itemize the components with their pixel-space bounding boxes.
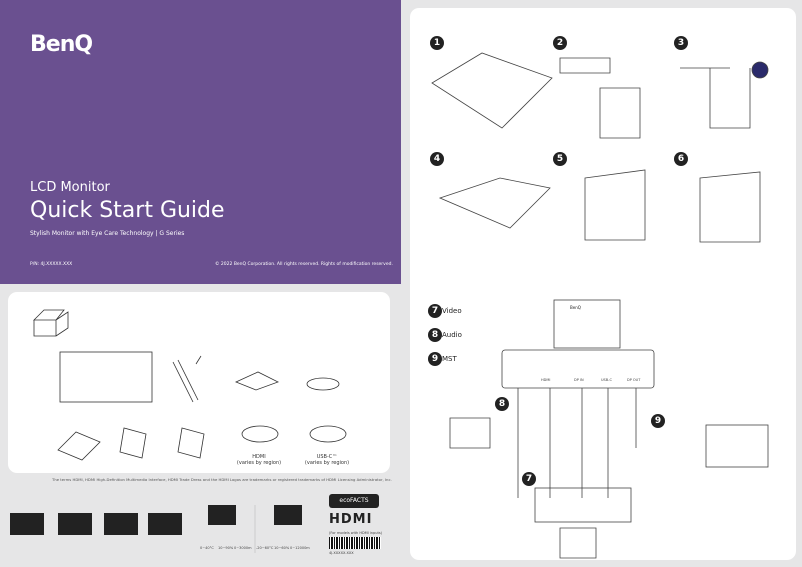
usbc-label: USB-C™ <box>316 454 338 460</box>
port-usbc: USB-C <box>601 378 612 382</box>
second-monitor <box>705 424 769 468</box>
port-panel <box>501 349 655 389</box>
monitor-care-icon-3 <box>104 513 138 535</box>
video-label: Video <box>442 307 462 315</box>
stand-base-illustration <box>234 371 280 391</box>
callout-mst: 9 <box>651 414 665 428</box>
copyright: © 2022 BenQ Corporation. All rights rese… <box>215 262 393 267</box>
altitude-operating: 0~3000m <box>234 546 252 550</box>
monitor-care-icon-1 <box>10 513 44 535</box>
hdmi-logo: HDMI <box>329 512 373 527</box>
pc-ports <box>534 487 632 523</box>
hdmi-cable-illustration <box>241 425 279 443</box>
monitor-logo: BenQ <box>570 305 581 310</box>
step5-monitor <box>584 169 646 241</box>
step4-monitor <box>438 177 551 229</box>
step-2: 2 <box>553 36 567 50</box>
hdmi-caption: (For models with HDMI inputs) <box>329 531 383 535</box>
port-dp-out: DP OUT <box>627 378 641 382</box>
monitor-care-icon-4 <box>148 513 182 535</box>
step2-stand <box>559 57 641 139</box>
altitude-storage: 0~12000m <box>290 546 310 550</box>
mst-label: MST <box>442 355 457 363</box>
hdmi-label: HDMI <box>252 454 266 460</box>
step3-screw <box>751 61 769 79</box>
step-5: 5 <box>553 152 567 166</box>
hdmi-trademark-note: The terms HDMI, HDMI High-Definition Mul… <box>52 477 392 482</box>
power-cable-illustration <box>306 377 340 391</box>
port-hdmi: HDMI <box>541 378 551 382</box>
hdmi-note: (varies by region) <box>236 460 282 466</box>
care-icons <box>10 505 302 553</box>
monitor-care-icon-2 <box>58 513 92 535</box>
temp-operating: 0~40°C <box>200 546 214 550</box>
setup-illustrations <box>431 52 769 559</box>
usbc-cable-illustration <box>309 425 347 443</box>
contents-illustrations <box>33 309 347 461</box>
package-contents: HDMI (varies by region) USB-C™ (varies b… <box>8 292 390 473</box>
monitor-back <box>553 299 621 349</box>
step6-monitor <box>699 171 761 243</box>
stand-arm-illustration <box>172 355 202 403</box>
ecofacts-badge: ecoFACTS <box>329 494 379 508</box>
manual-3 <box>177 427 205 459</box>
num-mst: 9 <box>428 352 442 366</box>
storage-power-icon <box>274 505 302 525</box>
humidity-storage: 10~60% <box>274 546 290 550</box>
manual-1 <box>57 431 101 461</box>
port-dp-in: DP IN <box>574 378 584 382</box>
num-audio: 8 <box>428 328 442 342</box>
product-type: LCD Monitor <box>30 180 110 195</box>
benq-logo: BenQ <box>30 32 93 57</box>
barcode <box>329 537 381 549</box>
setup-panel <box>410 8 796 560</box>
callout-audio: 8 <box>495 397 509 411</box>
guide-title: Quick Start Guide <box>30 198 225 223</box>
part-number: P/N: 4J.XXXXX.XXX <box>30 262 73 267</box>
num-video: 7 <box>428 304 442 318</box>
step-6: 6 <box>674 152 688 166</box>
usbc-note: (varies by region) <box>304 460 350 466</box>
temp-storage: -20~60°C <box>256 546 274 550</box>
box-icon <box>33 309 69 337</box>
headphones <box>449 417 491 449</box>
step3-stand <box>680 67 751 129</box>
pc <box>559 527 597 559</box>
tagline: Stylish Monitor with Eye Care Technology… <box>30 230 185 237</box>
manual-2 <box>119 427 147 459</box>
barcode-number: 4J.XXXXX.XXX <box>329 551 354 555</box>
step-3: 3 <box>674 36 688 50</box>
step-1: 1 <box>430 36 444 50</box>
audio-label: Audio <box>442 331 462 339</box>
cover-panel: BenQ LCD Monitor Quick Start Guide Styli… <box>0 0 401 284</box>
monitor-illustration <box>59 351 153 403</box>
operating-power-icon <box>208 505 236 525</box>
cables <box>517 388 637 498</box>
callout-video: 7 <box>522 472 536 486</box>
humidity-operating: 10~90% <box>218 546 234 550</box>
step1-monitor <box>431 52 553 129</box>
step-4: 4 <box>430 152 444 166</box>
